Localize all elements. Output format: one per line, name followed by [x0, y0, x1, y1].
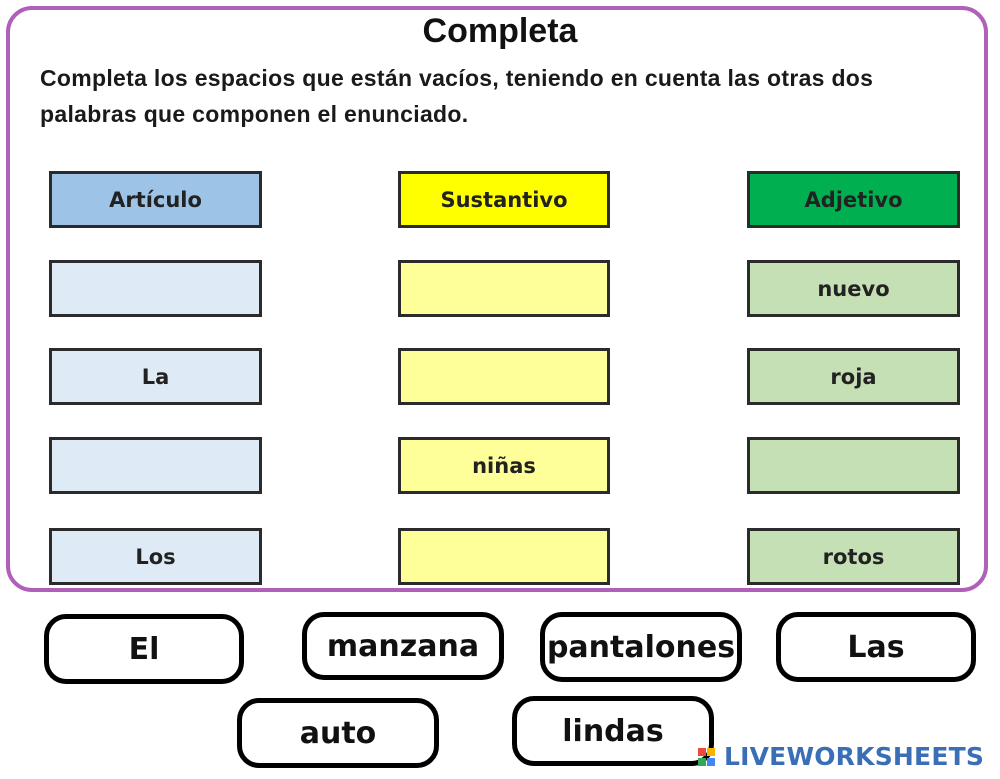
word-chip-las[interactable]: Las: [776, 612, 976, 682]
instructions-text: Completa los espacios que están vacíos, …: [40, 65, 874, 127]
drop-cell-articulo-3[interactable]: [49, 437, 262, 494]
cell-articulo-2: La: [49, 348, 262, 405]
liveworksheets-icon: [698, 744, 720, 770]
word-chip-auto[interactable]: auto: [237, 698, 439, 768]
drop-cell-articulo-1[interactable]: [49, 260, 262, 317]
cell-adjetivo-1: nuevo: [747, 260, 960, 317]
cell-adjetivo-4: rotos: [747, 528, 960, 585]
header-sustantivo: Sustantivo: [398, 171, 610, 228]
header-adjetivo: Adjetivo: [747, 171, 960, 228]
drop-cell-sustantivo-4[interactable]: [398, 528, 610, 585]
cell-articulo-4: Los: [49, 528, 262, 585]
page-title: Completa: [422, 12, 578, 50]
worksheet-frame: [6, 6, 988, 592]
cell-adjetivo-2: roja: [747, 348, 960, 405]
header-articulo: Artículo: [49, 171, 262, 228]
word-chip-manzana[interactable]: manzana: [302, 612, 504, 680]
brand-logo: LIVEWORKSHEETS: [698, 742, 984, 771]
cell-sustantivo-3: niñas: [398, 437, 610, 494]
word-chip-lindas[interactable]: lindas: [512, 696, 714, 766]
drop-cell-adjetivo-3[interactable]: [747, 437, 960, 494]
drop-cell-sustantivo-2[interactable]: [398, 348, 610, 405]
word-chip-el[interactable]: El: [44, 614, 244, 684]
drop-cell-sustantivo-1[interactable]: [398, 260, 610, 317]
word-chip-pantalones[interactable]: pantalones: [540, 612, 742, 682]
brand-name: LIVEWORKSHEETS: [724, 742, 985, 771]
